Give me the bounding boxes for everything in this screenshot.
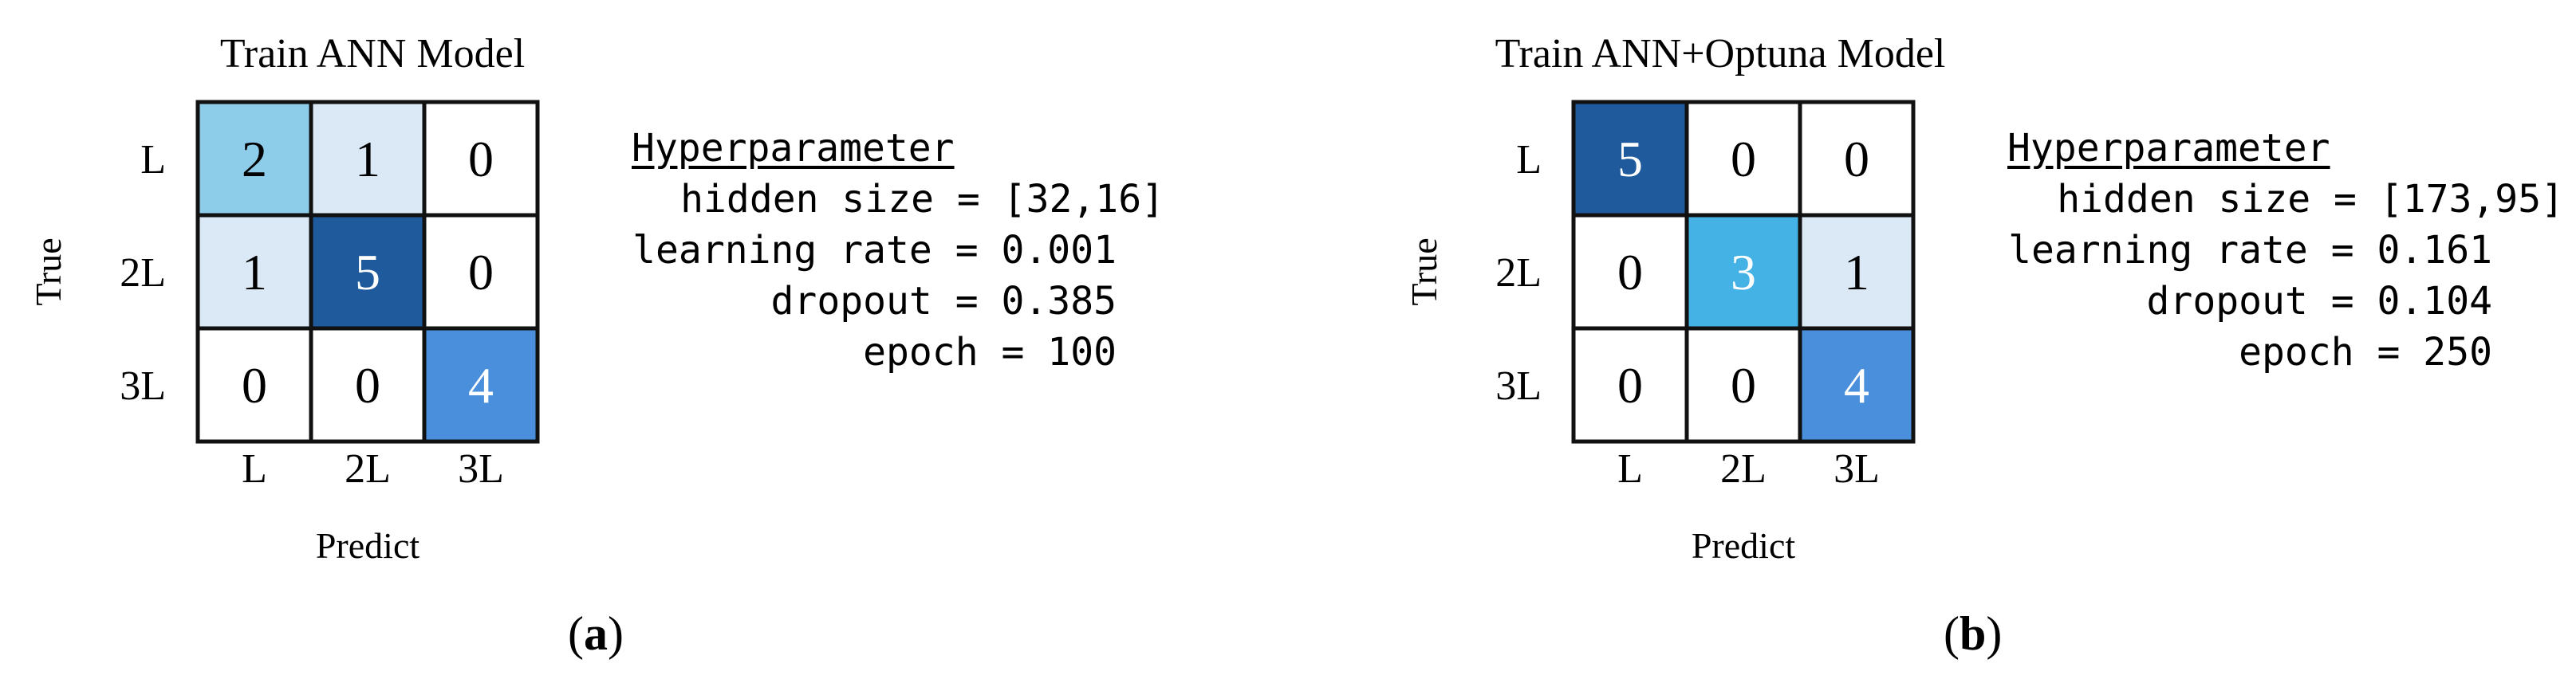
- column-label: L: [242, 446, 267, 492]
- hyperparameter-heading-b: Hyperparameter: [2007, 126, 2330, 171]
- row-label: L: [1516, 137, 1542, 183]
- cell-value: 0: [1617, 244, 1643, 300]
- column-label: 2L: [345, 446, 391, 492]
- cell-value: 3: [1731, 244, 1756, 300]
- cell-value: 0: [355, 357, 380, 414]
- chart-title: Train ANN+Optuna Model: [1495, 31, 1946, 77]
- row-label: 3L: [120, 363, 166, 409]
- cell-value: 0: [1844, 131, 1869, 187]
- cell-value: 0: [468, 244, 494, 300]
- hyperparameter-line-a-1: hidden size = [32,16]: [680, 177, 1164, 222]
- cell-value: 0: [242, 357, 267, 414]
- matrix-cell: [309, 326, 427, 444]
- hyperparameter-line-a-3: dropout = 0.385: [770, 279, 1117, 324]
- matrix-cell: [1684, 326, 1802, 444]
- x-axis-label: Predict: [1692, 525, 1796, 566]
- hyperparameter-heading-a: Hyperparameter: [632, 126, 955, 171]
- hyperparameter-line-b-3: dropout = 0.104: [2146, 279, 2492, 324]
- matrix-cell: [1798, 100, 1916, 218]
- row-label: L: [140, 137, 166, 183]
- y-axis-label: True: [28, 238, 69, 305]
- cell-value: 1: [355, 131, 380, 187]
- hyperparameter-line-a-2: learning rate = 0.001: [632, 228, 1117, 273]
- cell-value: 0: [1731, 131, 1756, 187]
- row-label: 2L: [1495, 250, 1542, 296]
- caption-letter-b: b: [1959, 607, 1987, 660]
- chart-title: Train ANN Model: [220, 31, 525, 77]
- cell-value: 4: [1844, 357, 1869, 414]
- caption-letter-a: a: [583, 607, 608, 660]
- cell-value: 0: [1731, 357, 1756, 414]
- cell-value: 2: [242, 131, 267, 187]
- cell-value: 1: [1844, 244, 1869, 300]
- matrix-cell: [1684, 100, 1802, 218]
- caption-a: (a): [568, 607, 624, 660]
- caption-b: (b): [1944, 607, 2003, 660]
- cell-value: 5: [355, 244, 380, 300]
- cell-value: 0: [1617, 357, 1643, 414]
- matrix-cell: [195, 213, 313, 331]
- matrix-cell: [422, 326, 540, 444]
- column-label: 3L: [458, 446, 504, 492]
- column-label: 3L: [1834, 446, 1880, 492]
- cell-value: 4: [468, 357, 494, 414]
- hyperparameter-line-a-4: epoch = 100: [863, 330, 1117, 375]
- cell-value: 0: [468, 131, 494, 187]
- hyperparameter-line-b-2: learning rate = 0.161: [2008, 228, 2492, 273]
- matrix-cell: [1571, 213, 1689, 331]
- row-label: 3L: [1495, 363, 1542, 409]
- matrix-cell: [195, 100, 313, 218]
- matrix-cell: [1798, 326, 1916, 444]
- matrix-cell: [422, 213, 540, 331]
- y-axis-label: True: [1404, 238, 1444, 305]
- column-label: 2L: [1720, 446, 1767, 492]
- hyperparameter-line-b-4: epoch = 250: [2239, 330, 2492, 375]
- hyperparameter-line-b-1: hidden size = [173,95]: [2057, 177, 2564, 222]
- x-axis-label: Predict: [316, 525, 420, 566]
- row-label: 2L: [120, 250, 166, 296]
- cell-value: 5: [1617, 131, 1643, 187]
- column-label: L: [1617, 446, 1643, 492]
- cell-value: 1: [242, 244, 267, 300]
- matrix-cell: [1571, 100, 1689, 218]
- matrix-cell: [1798, 213, 1916, 331]
